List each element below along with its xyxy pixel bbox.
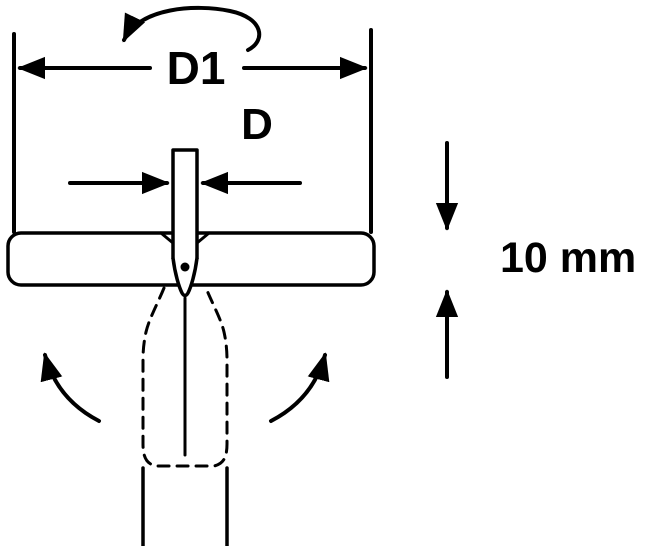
- handle-folded-outline: [141, 286, 229, 468]
- d1-label: D1: [167, 42, 226, 94]
- swing-arrow-left: [40, 352, 101, 423]
- socket-flare-right: [195, 231, 211, 245]
- shaft-tip: [171, 257, 199, 298]
- thickness-label: 10 mm: [500, 234, 636, 282]
- shaft: [171, 148, 199, 259]
- rotation-arrow: [122, 5, 262, 52]
- socket-flare-left: [159, 231, 175, 245]
- pivot-dot: [180, 262, 190, 272]
- d-label: D: [241, 100, 273, 149]
- swing-arrow-right: [269, 352, 330, 423]
